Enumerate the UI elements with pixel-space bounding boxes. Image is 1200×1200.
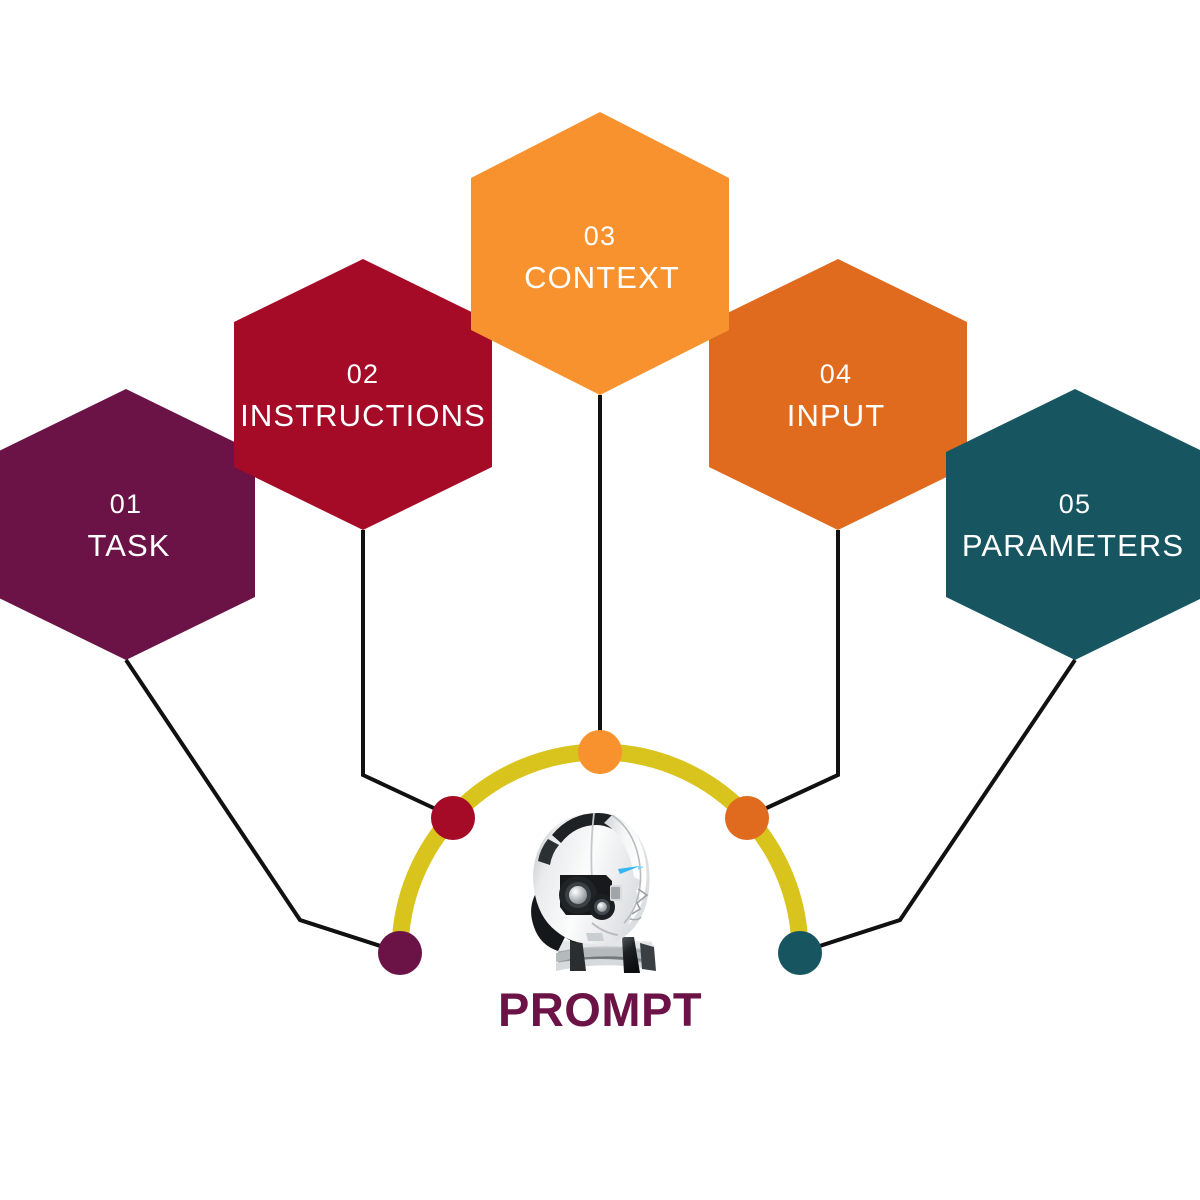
hexagon-parameters-label: PARAMETERS — [962, 528, 1184, 563]
hexagon-task-shape[interactable] — [0, 389, 255, 660]
dot-input[interactable] — [725, 796, 769, 840]
prompt-title: PROMPT — [498, 983, 702, 1036]
robot-face — [604, 815, 647, 925]
robot-head-icon — [531, 812, 656, 973]
hexagon-context[interactable]: 03 CONTEXT — [471, 112, 729, 395]
connector-group — [124, 395, 1077, 955]
hexagon-parameters-shape[interactable] — [946, 389, 1200, 660]
hexagon-instructions[interactable]: 02 INSTRUCTIONS — [234, 259, 492, 530]
dot-instructions[interactable] — [431, 796, 475, 840]
hexagon-context-shape[interactable] — [471, 112, 729, 395]
robot-eye-highlight — [618, 866, 640, 874]
robot-neck — [556, 937, 656, 973]
connector-instructions — [361, 530, 456, 820]
dot-task[interactable] — [378, 931, 422, 975]
hexagon-context-number: 03 — [584, 221, 616, 251]
connector-parameters — [797, 658, 1077, 955]
arc-dot-group — [378, 730, 822, 975]
robot-profile-line — [611, 814, 642, 924]
robot-headband — [552, 813, 616, 843]
hexagon-instructions-number: 02 — [347, 359, 379, 389]
hexagon-instructions-label: INSTRUCTIONS — [240, 398, 486, 433]
hexagon-input-label: INPUT — [787, 398, 886, 433]
hexagon-task-number: 01 — [110, 489, 142, 519]
hexagon-task-label: TASK — [87, 528, 170, 563]
hexagon-input-number: 04 — [820, 359, 852, 389]
hexagon-group: 01 TASK 02 INSTRUCTIONS 04 INPUT 05 PARA… — [0, 112, 1200, 660]
dot-context[interactable] — [578, 730, 622, 774]
hexagon-instructions-shape[interactable] — [234, 259, 492, 530]
hexagon-parameters[interactable]: 05 PARAMETERS — [946, 389, 1200, 660]
dot-parameters[interactable] — [778, 931, 822, 975]
connector-input — [744, 530, 840, 820]
hexagon-parameters-number: 05 — [1059, 489, 1091, 519]
hexagon-input-shape[interactable] — [709, 259, 967, 530]
hexagon-input[interactable]: 04 INPUT — [709, 259, 967, 530]
connector-task — [124, 658, 403, 955]
hexagon-context-label: CONTEXT — [524, 260, 680, 295]
hexagon-task[interactable]: 01 TASK — [0, 389, 255, 660]
